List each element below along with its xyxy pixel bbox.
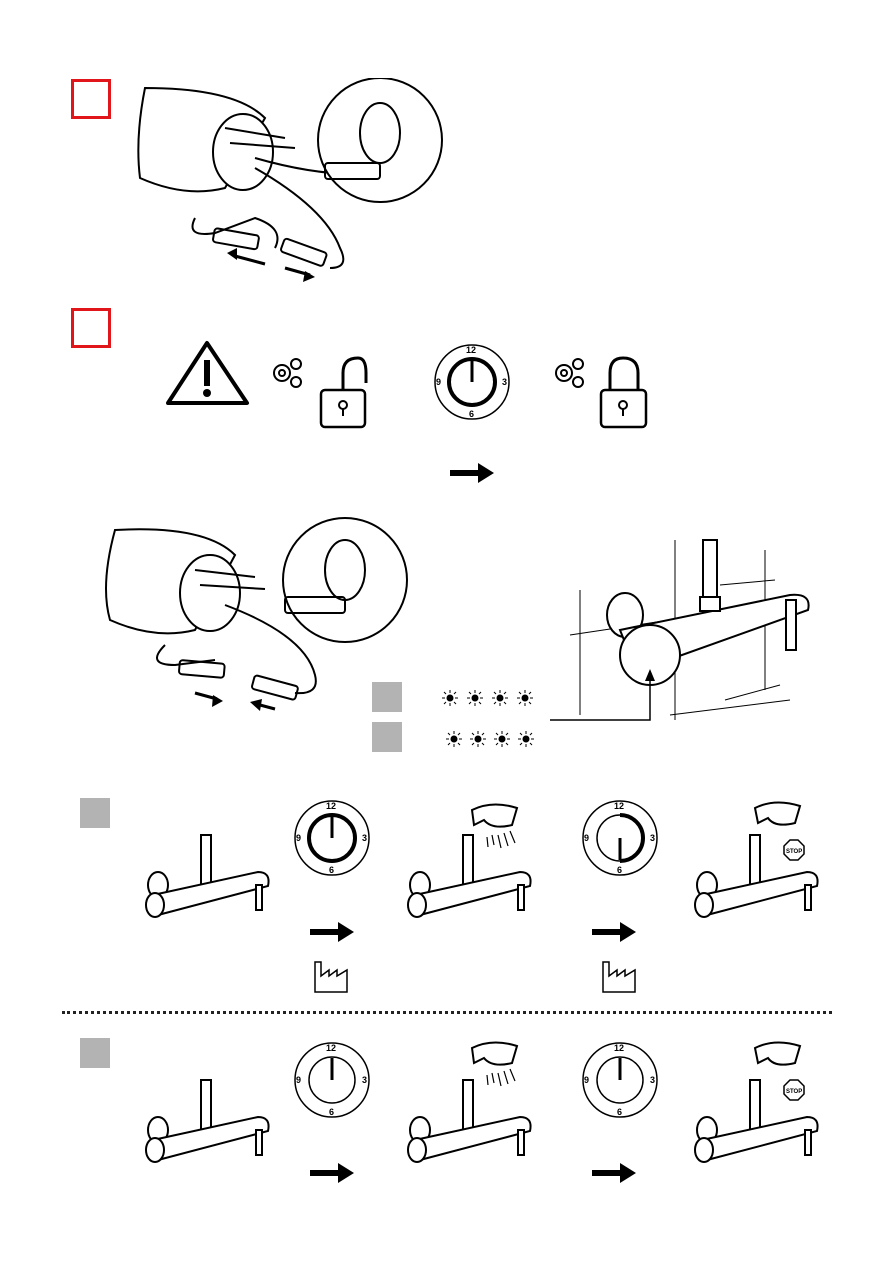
variant-box-b <box>372 722 402 752</box>
mixer-icon <box>405 1075 535 1165</box>
arrow-right-icon <box>592 922 637 942</box>
clock-label-9: 9 <box>296 1075 301 1085</box>
clock-label-3: 3 <box>502 377 507 387</box>
clock-icon: 12 3 6 9 <box>580 798 660 878</box>
clock-label-6: 6 <box>329 865 334 875</box>
clock-label-6: 6 <box>617 1107 622 1117</box>
led-blink-icon <box>440 685 540 750</box>
clock-label-3: 3 <box>362 1075 367 1085</box>
shower-mixer-wall-illustration <box>550 535 840 725</box>
clock-label-3: 3 <box>650 1075 655 1085</box>
clock-label-6: 6 <box>469 409 474 419</box>
clock-label-9: 9 <box>584 1075 589 1085</box>
arrow-left-icon <box>250 699 262 711</box>
clock-label-3: 3 <box>650 833 655 843</box>
variant-box-a <box>372 682 402 712</box>
dotted-separator <box>62 1011 832 1014</box>
clock-label-6: 6 <box>617 865 622 875</box>
clock-label-9: 9 <box>584 833 589 843</box>
padlock-open-icon <box>318 355 368 430</box>
variant-box-row-b <box>80 1038 110 1068</box>
clock-icon: 12 3 6 9 <box>292 1040 372 1120</box>
padlock-closed-icon <box>598 355 650 430</box>
gears-icon <box>268 355 304 389</box>
clock-label-6: 6 <box>329 1107 334 1117</box>
factory-icon <box>601 958 637 994</box>
mixer-icon <box>692 830 822 920</box>
clock-icon: 12 3 6 9 <box>432 342 512 422</box>
clock-label-9: 9 <box>296 833 301 843</box>
clock-label-12: 12 <box>326 801 336 811</box>
mixer-icon <box>143 830 273 920</box>
clock-icon: 12 3 6 9 <box>292 798 372 878</box>
clock-label-12: 12 <box>614 1043 624 1053</box>
arrow-right-icon <box>450 463 495 483</box>
warning-icon <box>165 340 250 406</box>
clock-label-12: 12 <box>614 801 624 811</box>
arrow-right-icon <box>592 1163 637 1183</box>
gears-icon <box>550 355 586 389</box>
arrow-left-icon <box>227 248 237 260</box>
clock-label-12: 12 <box>466 345 476 355</box>
step-2-box <box>71 308 111 348</box>
clock-label-12: 12 <box>326 1043 336 1053</box>
clock-icon: 12 3 6 9 <box>580 1040 660 1120</box>
arrow-right-icon <box>303 271 315 282</box>
factory-icon <box>313 958 349 994</box>
mixer-icon <box>143 1075 273 1165</box>
mixer-icon <box>692 1075 822 1165</box>
arrow-right-icon <box>310 922 355 942</box>
sensor-cable-illustration-1 <box>125 78 445 283</box>
clock-label-3: 3 <box>362 833 367 843</box>
arrow-right-icon <box>310 1163 355 1183</box>
mixer-icon <box>405 830 535 920</box>
sensor-cable-illustration-2 <box>95 515 410 720</box>
variant-box-row-a <box>80 798 110 828</box>
arrow-right-icon <box>212 695 223 707</box>
step-1-box <box>71 79 111 119</box>
clock-label-9: 9 <box>436 377 441 387</box>
